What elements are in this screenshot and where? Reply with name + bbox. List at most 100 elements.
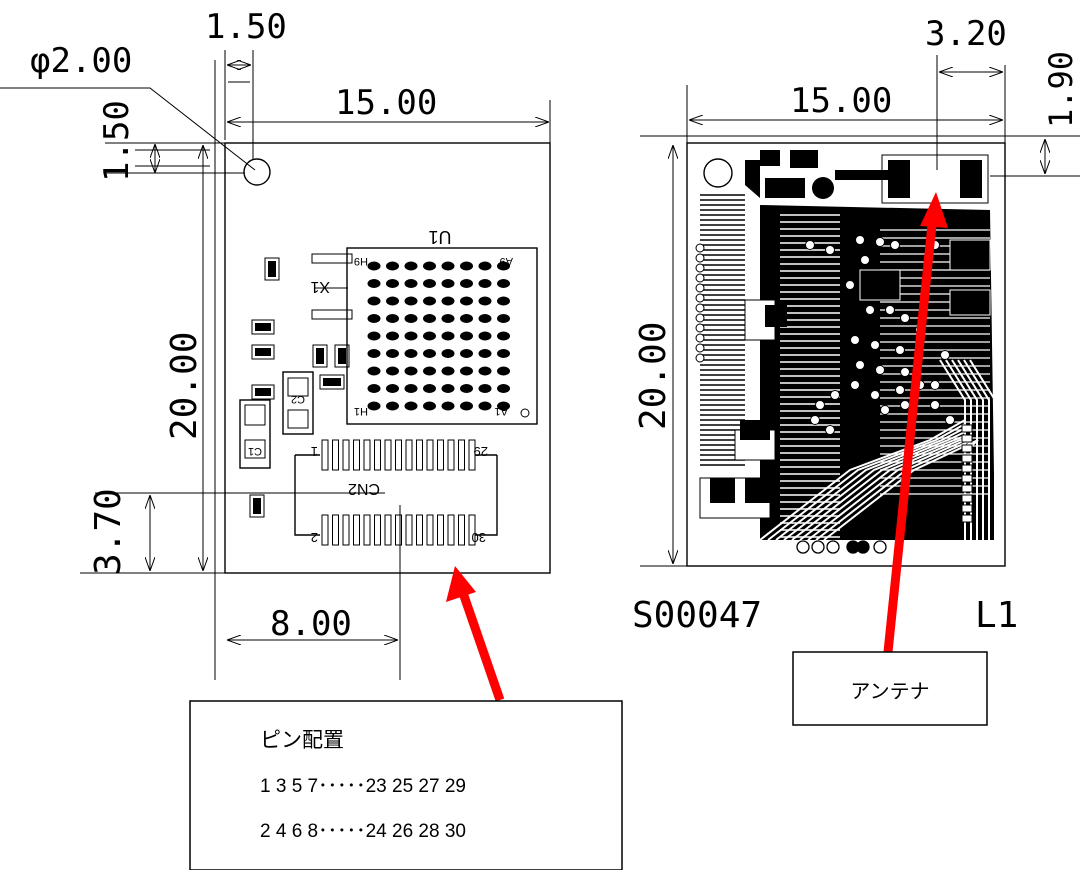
bga-ball: [423, 261, 436, 271]
via: [880, 405, 890, 415]
bga-ball: [386, 261, 399, 271]
bga-ball: [423, 296, 436, 306]
passive-body: [253, 498, 261, 514]
left-pad: [695, 313, 705, 323]
via: [940, 350, 950, 360]
dim-connector-x-label: 8.00: [270, 604, 352, 644]
cn2-pin-bottom: [437, 514, 444, 546]
cn2-pin-bottom: [374, 514, 381, 546]
cn2-pin-1: 1: [311, 444, 318, 459]
bga-ball: [497, 296, 510, 306]
bga-ball: [460, 314, 473, 323]
bga-ball: [404, 366, 418, 376]
u1-ball-grid: [367, 261, 510, 411]
via: [805, 240, 815, 250]
bga-ball: [478, 279, 492, 288]
cn2-pin-bottom: [384, 514, 392, 546]
bga-ball: [441, 401, 455, 411]
right-board: 15.00 3.20 1.90 20.00: [632, 14, 1080, 636]
bga-ball: [404, 314, 418, 323]
capacitor-right-pad-2: [287, 409, 309, 429]
bga-ball: [497, 314, 510, 323]
capacitor-left: [239, 399, 271, 469]
cn2-pin-bottom: [353, 514, 360, 546]
via: [945, 415, 955, 425]
left-pad: [695, 343, 705, 353]
mounting-hole: [243, 158, 271, 186]
cn2-pin-top: [321, 439, 329, 471]
right-pad: [961, 494, 973, 503]
via: [895, 345, 905, 355]
bottom-pad: [811, 540, 825, 554]
copper-feed: [835, 170, 890, 180]
bga-ball: [478, 349, 492, 358]
via: [930, 380, 940, 390]
bga-ball: [460, 331, 473, 341]
copper-pad-8: [859, 269, 901, 301]
bga-ball: [367, 401, 381, 411]
copper-pad-2: [790, 150, 818, 168]
bga-ball: [497, 366, 510, 376]
bga-ball: [441, 366, 455, 376]
via: [895, 385, 905, 395]
passive-body: [268, 261, 276, 277]
left-pad: [695, 263, 705, 273]
cn2-pin-top: [437, 439, 444, 471]
passive-body: [255, 348, 271, 356]
bga-ball: [423, 279, 436, 288]
via: [870, 390, 880, 400]
bga-ball: [404, 261, 418, 271]
copper-pad-6: [949, 239, 991, 271]
antenna-arrow-head: [920, 192, 948, 228]
left-pad: [695, 283, 705, 293]
dim-height-label: 20.00: [164, 332, 205, 440]
capacitor-left-label: C1: [248, 445, 262, 457]
via: [890, 240, 900, 250]
u1-outline: [346, 247, 538, 425]
via: [930, 400, 940, 410]
passive-outline: [251, 384, 275, 400]
cn2-pin-top: [353, 439, 360, 471]
via: [830, 390, 840, 400]
bga-ball: [460, 296, 473, 306]
copper-right-column: [961, 424, 973, 523]
bga-ball: [367, 279, 381, 288]
antenna-pad-2: [960, 160, 982, 198]
dim-left-margin-label: 1.50: [97, 100, 137, 182]
right-pad: [961, 474, 973, 483]
bga-ball: [423, 366, 436, 376]
cn2-pin-top: [426, 439, 434, 471]
via: [875, 365, 885, 375]
cn2-pin-bottom: [405, 514, 413, 546]
via: [870, 340, 880, 350]
hole-leader-line: [0, 87, 256, 171]
bga-ball: [497, 261, 510, 271]
cn2-pin-top: [447, 439, 455, 471]
bga-ball: [423, 314, 436, 323]
u1-corner-h1: H1: [354, 405, 368, 417]
cn2-pin-top: [342, 439, 350, 471]
passive-outline: [319, 374, 345, 390]
left-pad: [695, 303, 705, 313]
via: [875, 237, 885, 247]
left-pad: [695, 273, 705, 283]
bga-ball: [497, 384, 510, 393]
bga-ball: [497, 349, 510, 358]
passive-body: [338, 348, 346, 364]
x1-label: X1: [310, 278, 330, 295]
bga-ball: [478, 261, 492, 271]
bga-ball: [367, 331, 381, 341]
passive-body: [255, 388, 271, 396]
bga-ball: [460, 279, 473, 288]
bga-ball: [460, 261, 473, 271]
copper-corner: [745, 160, 760, 198]
left-pad: [695, 243, 705, 253]
pin-assignment-frame: [189, 700, 623, 870]
bga-ball: [497, 401, 510, 411]
cn2-pin-bottom: [458, 514, 465, 546]
left-board: 1.50 φ2.00 15.00 1.50 20.00 3.70 8.00 U1…: [0, 7, 551, 680]
right-board-outline: [686, 142, 1006, 567]
dim-antenna-gap-label: 1.90: [1042, 51, 1080, 128]
bga-ball: [441, 349, 455, 358]
u1-corner-h9: H9: [354, 255, 368, 267]
